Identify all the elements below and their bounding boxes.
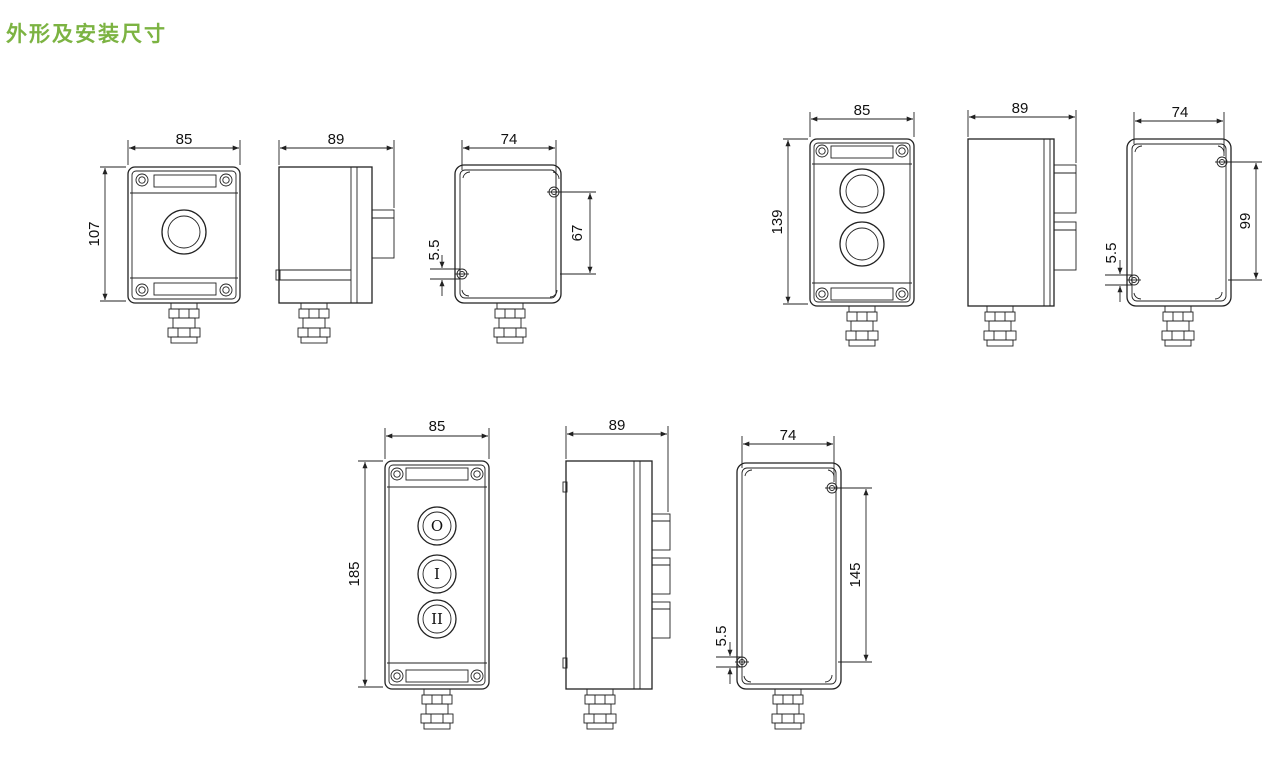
side-view: [275, 166, 395, 344]
side-view: [967, 138, 1077, 347]
dim-hole: 5.5: [1103, 243, 1120, 264]
dim-depth: 89: [1012, 100, 1029, 117]
dim-depth: 89: [609, 417, 626, 434]
dim-mount-width: 74: [1172, 104, 1189, 121]
dim-depth: 89: [328, 131, 345, 148]
dim-hole: 5.5: [426, 240, 443, 261]
front-view: [127, 166, 241, 344]
back-view: [1126, 138, 1232, 347]
back-view: [734, 462, 842, 730]
dim-width: 85: [429, 418, 446, 435]
dim-hole: 5.5: [713, 626, 730, 647]
dim-mount-height: 67: [569, 225, 586, 242]
variant-2: 85 139 89: [769, 100, 1262, 347]
dim-width: 85: [854, 102, 871, 119]
side-view: [562, 460, 671, 730]
dim-mount-height: 145: [847, 562, 864, 587]
dim-height: 107: [86, 221, 103, 246]
dim-mount-width: 74: [501, 131, 518, 148]
variant-1: 85 107 89: [86, 131, 596, 344]
dim-height: 185: [346, 561, 363, 586]
button-label-start-1: I: [434, 565, 440, 583]
front-view: O I II: [384, 460, 490, 730]
front-view: [809, 138, 915, 347]
section-title: 外形及安装尺寸: [6, 22, 167, 46]
button-label-start-2: II: [431, 610, 443, 628]
dim-width: 85: [176, 131, 193, 148]
dim-mount-height: 99: [1237, 213, 1254, 230]
dim-height: 139: [769, 209, 786, 234]
dim-mount-width: 74: [780, 427, 797, 444]
back-view: [454, 164, 562, 344]
button-label-stop: O: [431, 517, 443, 535]
variant-3: O I II 85 185 89: [346, 417, 872, 730]
